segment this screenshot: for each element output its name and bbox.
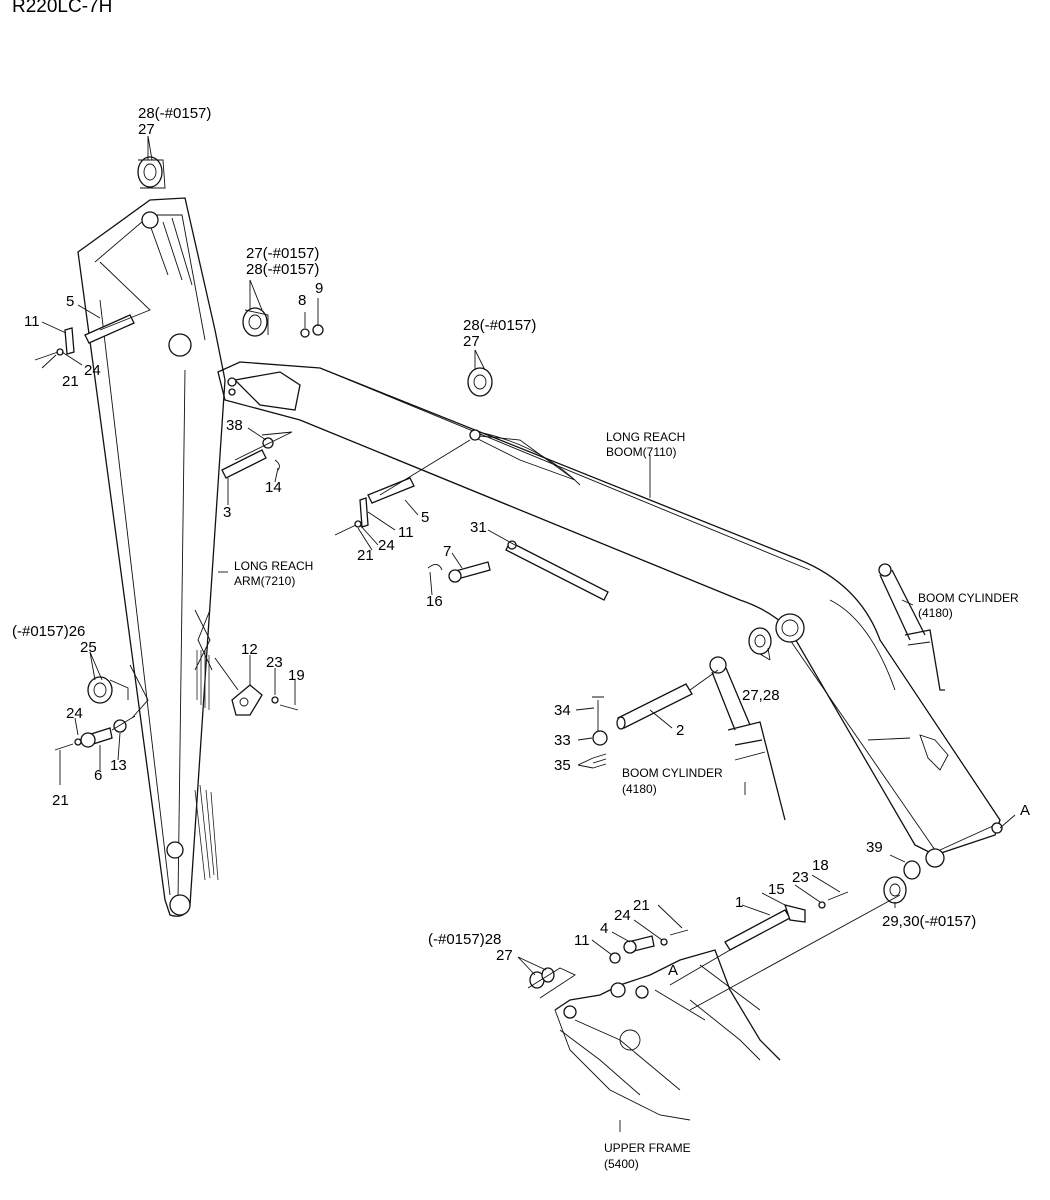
callout-9[interactable]: 9 [315,280,323,297]
callout-31[interactable]: 31 [470,519,487,536]
callout-24-mid[interactable]: 24 [378,537,395,554]
callout-28-frame[interactable]: (-#0157)28 [428,931,501,948]
callout-27-28[interactable]: 27,28 [742,687,780,704]
boom-cylinder-center-label-line1: BOOM CYLINDER [622,766,723,780]
callout-27-top[interactable]: 27 [138,121,155,138]
callout-35[interactable]: 35 [554,757,571,774]
callout-3[interactable]: 3 [223,504,231,521]
callout-21-mid[interactable]: 21 [357,547,374,564]
callout-7[interactable]: 7 [443,543,451,560]
callout-6[interactable]: 6 [94,767,102,784]
model-title: R220LC-7H [12,0,112,17]
long-reach-arm[interactable] [77,197,226,917]
part-callouts: 28(-#0157) 27 27(-#0157) 28(-#0157) 8 9 … [12,105,1030,979]
callout-27-mid[interactable]: 27(-#0157) [246,245,319,262]
callout-5-left[interactable]: 5 [66,293,74,310]
pins-and-hardware [34,156,921,1011]
callout-1[interactable]: 1 [735,894,743,911]
callout-18[interactable]: 18 [812,857,829,874]
callout-29-30[interactable]: 29,30(-#0157) [882,913,976,930]
callout-28-mid[interactable]: 28(-#0157) [246,261,319,278]
callout-39[interactable]: 39 [866,839,883,856]
callout-5-mid[interactable]: 5 [421,509,429,526]
callout-23-mid[interactable]: 23 [266,654,283,671]
callout-4[interactable]: 4 [600,920,608,937]
callout-24-low[interactable]: 24 [66,705,83,722]
callout-24-left[interactable]: 24 [84,362,101,379]
callout-19[interactable]: 19 [288,667,305,684]
boom-cylinder-right-label-line1: BOOM CYLINDER [918,591,1019,605]
callout-a-frame[interactable]: A [668,962,678,979]
callout-14[interactable]: 14 [265,479,282,496]
callout-16[interactable]: 16 [426,593,443,610]
boom-cylinder-right-label-line2: (4180) [918,606,953,620]
callout-a-right[interactable]: A [1020,802,1030,819]
boom-cylinder-center[interactable] [709,656,786,821]
leader-lines [41,135,1016,1132]
callout-24-low2[interactable]: 24 [614,907,631,924]
callout-13[interactable]: 13 [110,757,127,774]
callout-25[interactable]: 25 [80,639,97,656]
callout-23-low[interactable]: 23 [792,869,809,886]
callout-15[interactable]: 15 [768,881,785,898]
callout-11-low[interactable]: 11 [574,932,590,949]
boom-cylinder-right[interactable] [878,563,945,691]
upper-frame-label-line2: (5400) [604,1157,639,1171]
callout-28-boom[interactable]: 28(-#0157) [463,317,536,334]
callout-2[interactable]: 2 [676,722,684,739]
callout-28-top[interactable]: 28(-#0157) [138,105,211,122]
upper-frame[interactable] [554,949,781,1121]
callout-21-low[interactable]: 21 [52,792,69,809]
boom-label-line1: LONG REACH [606,430,685,444]
boom-label-line2: BOOM(7110) [606,445,676,459]
callout-11-left[interactable]: 11 [24,313,40,330]
callout-33[interactable]: 33 [554,732,571,749]
callout-27-boom[interactable]: 27 [463,333,480,350]
callout-34[interactable]: 34 [554,702,571,719]
arm-label-line1: LONG REACH [234,559,313,573]
arm-label-line2: ARM(7210) [234,574,295,588]
upper-frame-label-line1: UPPER FRAME [604,1141,691,1155]
long-reach-boom[interactable] [217,361,1003,868]
callout-12[interactable]: 12 [241,641,258,658]
callout-26-25[interactable]: (-#0157)26 [12,623,85,640]
callout-21-low2[interactable]: 21 [633,897,650,914]
boom-cylinder-center-label-line2: (4180) [622,782,657,796]
callout-38[interactable]: 38 [226,417,243,434]
callout-21-left[interactable]: 21 [62,373,79,390]
callout-27-frame[interactable]: 27 [496,947,513,964]
callout-8[interactable]: 8 [298,292,306,309]
callout-11-mid[interactable]: 11 [398,524,414,541]
